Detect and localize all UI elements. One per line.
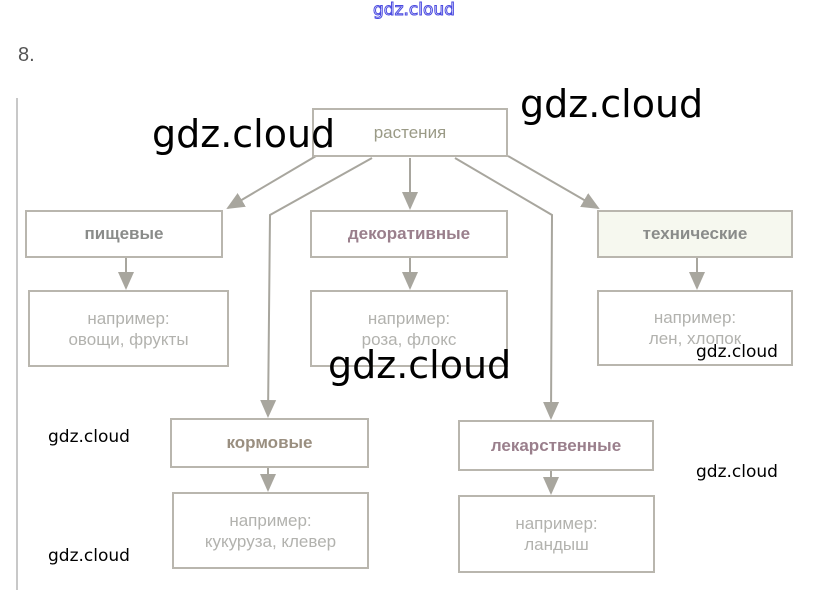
- example-label: например:: [515, 514, 598, 533]
- example-text: ландыш: [524, 535, 589, 554]
- watermark: gdz.cloud: [48, 427, 130, 447]
- example-text: роза, флокс: [361, 329, 457, 349]
- example-food: например: овощи, фрукты: [28, 290, 229, 367]
- node-fodder: кормовые: [170, 418, 369, 468]
- node-technical: технические: [597, 210, 793, 258]
- example-text: овощи, фрукты: [68, 329, 189, 349]
- watermark: gdz.cloud: [520, 82, 704, 126]
- arrow-to-tech: [507, 155, 600, 210]
- task-number: 8.: [18, 44, 35, 66]
- example-technical: например: лен, хлопок: [597, 290, 793, 366]
- watermark: gdz.cloud: [152, 112, 336, 156]
- watermark: gdz.cloud: [696, 462, 778, 482]
- left-margin-line: [16, 98, 18, 590]
- watermark: gdz.cloud: [48, 546, 130, 566]
- arrow-to-medicinal: [454, 157, 560, 420]
- watermark-top: gdz.cloud: [373, 0, 456, 21]
- example-decorative: например: роза, флокс: [310, 290, 508, 367]
- node-plants: растения: [312, 108, 508, 157]
- example-fodder: например: кукуруза, клевер: [172, 492, 369, 569]
- watermark: gdz.cloud: [696, 342, 778, 362]
- example-label: например:: [87, 308, 170, 328]
- example-text: лен, хлопок: [648, 329, 742, 348]
- example-medicinal: например: ландыш: [458, 495, 655, 573]
- example-text: кукуруза, клевер: [204, 531, 337, 551]
- arrow-to-fodder: [260, 157, 373, 418]
- watermark: gdz.cloud: [328, 343, 512, 387]
- example-label: например:: [653, 308, 737, 327]
- example-label: например:: [229, 510, 312, 530]
- example-label: например:: [367, 308, 451, 328]
- node-food: пищевые: [25, 210, 223, 258]
- node-decorative: декоративные: [310, 210, 508, 258]
- arrow-to-food: [226, 155, 317, 210]
- node-medicinal: лекарственные: [458, 420, 654, 471]
